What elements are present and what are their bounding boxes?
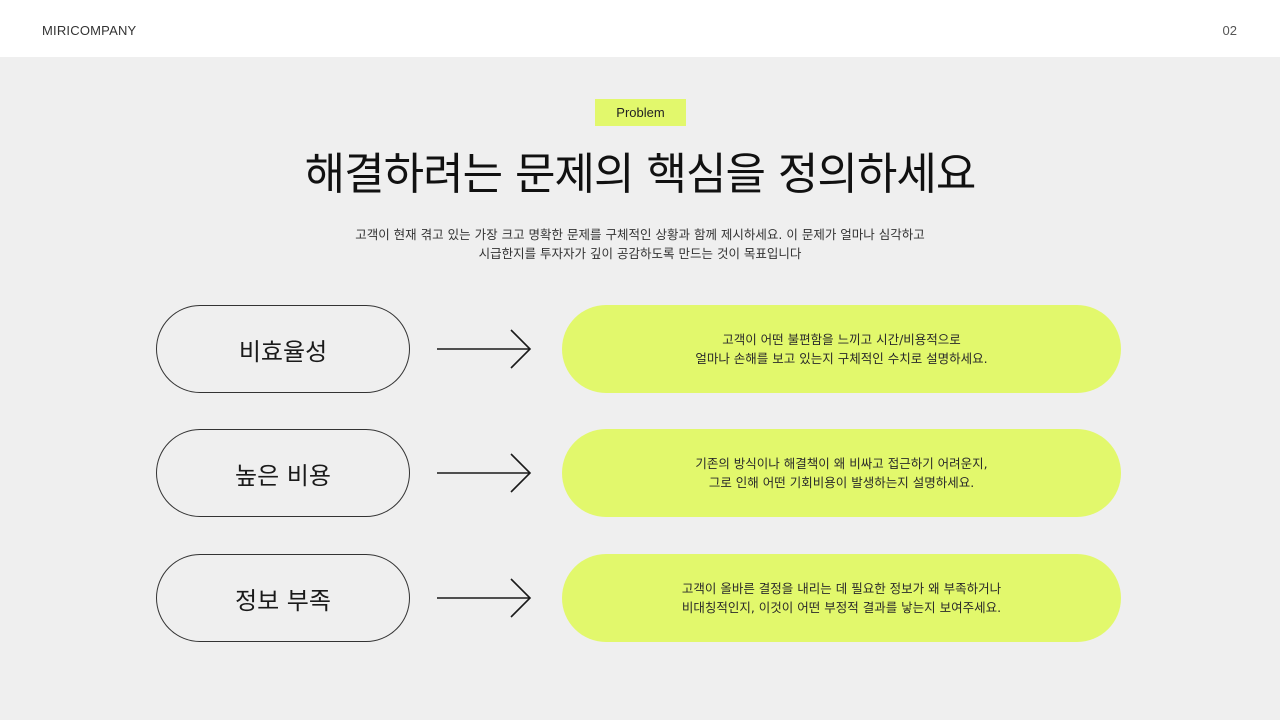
problem-label-pill: 높은 비용 xyxy=(156,429,410,517)
problem-row-high-cost: 높은 비용 기존의 방식이나 해결책이 왜 비싸고 접근하기 어려운지, 그로 … xyxy=(0,429,1280,517)
description-line-1: 고객이 어떤 불편함을 느끼고 시간/비용적으로 xyxy=(722,332,961,347)
page-subtitle: 고객이 현재 겪고 있는 가장 크고 명확한 문제를 구체적인 상황과 함께 제… xyxy=(0,225,1280,263)
arrow-right-icon xyxy=(437,578,532,618)
problem-label-pill: 정보 부족 xyxy=(156,554,410,642)
page-number: 02 xyxy=(1222,23,1237,38)
problem-row-inefficiency: 비효율성 고객이 어떤 불편함을 느끼고 시간/비용적으로 얼마나 손해를 보고… xyxy=(0,305,1280,393)
description-line-1: 고객이 올바른 결정을 내리는 데 필요한 정보가 왜 부족하거나 xyxy=(681,581,1002,596)
arrow-right-icon xyxy=(437,453,532,493)
brand-name: MIRICOMPANY xyxy=(42,23,137,38)
page-title: 해결하려는 문제의 핵심을 정의하세요 xyxy=(304,149,977,200)
problem-label-pill: 비효율성 xyxy=(156,305,410,393)
problem-row-lack-of-info: 정보 부족 고객이 올바른 결정을 내리는 데 필요한 정보가 왜 부족하거나 … xyxy=(0,554,1280,642)
description-line-2: 얼마나 손해를 보고 있는지 구체적인 수치로 설명하세요. xyxy=(695,351,988,366)
problem-description-pill: 고객이 어떤 불편함을 느끼고 시간/비용적으로 얼마나 손해를 보고 있는지 … xyxy=(562,305,1121,393)
description-line-2: 그로 인해 어떤 기회비용이 발생하는지 설명하세요. xyxy=(708,475,975,490)
description-line-1: 기존의 방식이나 해결책이 왜 비싸고 접근하기 어려운지, xyxy=(695,456,988,471)
problem-description-pill: 기존의 방식이나 해결책이 왜 비싸고 접근하기 어려운지, 그로 인해 어떤 … xyxy=(562,429,1121,517)
section-badge: Problem xyxy=(595,99,686,126)
subtitle-line-2: 시급한지를 투자자가 깊이 공감하도록 만드는 것이 목표입니다 xyxy=(478,246,802,261)
arrow-right-icon xyxy=(437,329,532,369)
header-bar: MIRICOMPANY 02 xyxy=(0,0,1280,57)
description-line-2: 비대칭적인지, 이것이 어떤 부정적 결과를 낳는지 보여주세요. xyxy=(681,600,1002,615)
subtitle-line-1: 고객이 현재 겪고 있는 가장 크고 명확한 문제를 구체적인 상황과 함께 제… xyxy=(355,227,925,242)
problem-description-pill: 고객이 올바른 결정을 내리는 데 필요한 정보가 왜 부족하거나 비대칭적인지… xyxy=(562,554,1121,642)
